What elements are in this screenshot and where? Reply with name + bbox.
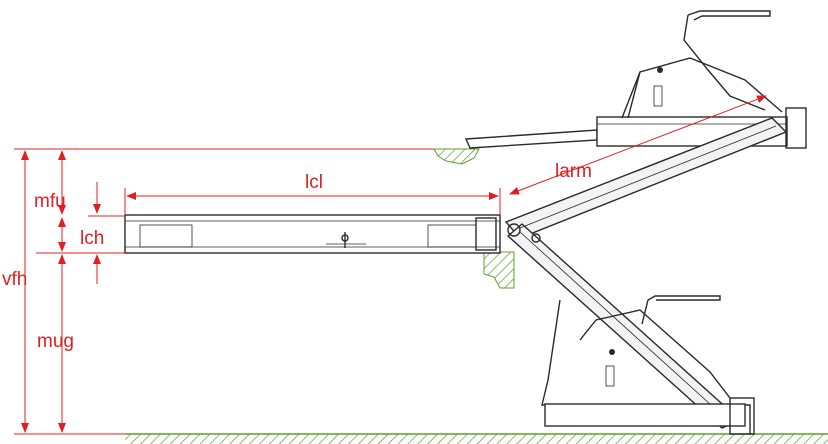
lower-frame xyxy=(541,295,755,435)
ground xyxy=(125,433,828,444)
dimension-lines xyxy=(14,95,767,435)
lower-platform xyxy=(124,214,501,254)
vfh-label: vfh xyxy=(2,269,27,290)
mug-label: mug xyxy=(37,331,74,352)
lch-label: lch xyxy=(80,228,104,249)
mfu-label: mfu xyxy=(34,191,66,212)
larm-label: larm xyxy=(555,161,592,182)
lcl-label: lcl xyxy=(305,172,323,193)
larm-dimension xyxy=(509,95,767,195)
upper-frame xyxy=(621,10,783,119)
lower-ledge-hatch xyxy=(483,251,515,289)
upper-ledge-hatch xyxy=(433,148,480,165)
